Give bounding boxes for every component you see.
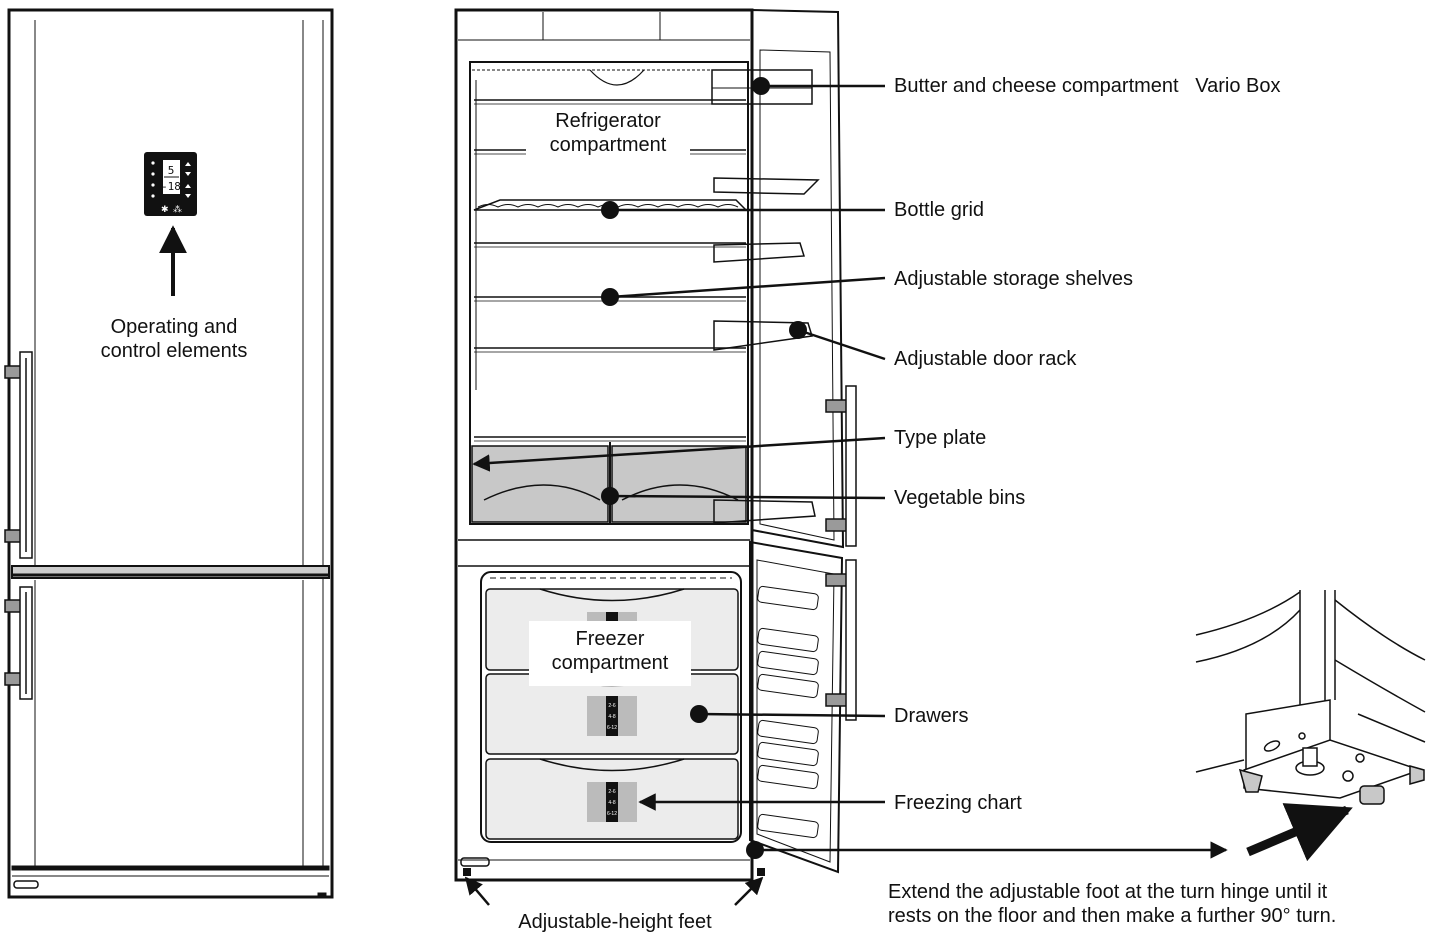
foot-instruction-line-1: Extend the adjustable foot at the turn h…: [888, 881, 1328, 903]
foot-arrow: [1246, 803, 1353, 862]
svg-text:✱: ✱: [161, 205, 169, 215]
chart-text-3: 6-12: [607, 725, 617, 731]
display-bottom-value: -18: [161, 180, 181, 193]
storage-shelves-label: Adjustable storage shelves: [894, 268, 1134, 290]
lower-door-open: [749, 540, 844, 874]
refrigerator-line-2: compartment: [549, 134, 667, 156]
chart-text-1: 2-6: [608, 703, 615, 709]
operating-controls-line-1: Operating and: [110, 316, 238, 338]
freezer-line-2: compartment: [551, 652, 669, 674]
vegetable-bins-label: Vegetable bins: [894, 487, 1026, 509]
display-top-value: 5: [168, 164, 175, 177]
control-panel: 5 -18 ✱ ⁂: [144, 152, 197, 216]
foot-detail-illustration: [1195, 590, 1426, 805]
door-handle-upper: [4, 351, 33, 559]
bottle-grid-label: Bottle grid: [894, 199, 985, 221]
refrigerator-compartment-label: Refrigerator compartment: [528, 109, 688, 157]
closed-fridge: [7, 8, 334, 899]
adjustable-feet-label: Adjustable-height feet: [518, 911, 712, 933]
callout-lines: [464, 84, 1228, 906]
operating-controls-label: Operating and control elements: [64, 315, 284, 363]
refrigerator-line-1: Refrigerator: [555, 110, 661, 132]
callout-dots: [601, 77, 807, 859]
freezer-label-bg: [529, 621, 691, 686]
foot-instruction-line-2: rests on the floor and then make a furth…: [888, 905, 1337, 927]
upper-door-handle: [825, 385, 857, 547]
door-rack-label: Adjustable door rack: [894, 348, 1077, 370]
drawers-label: Drawers: [894, 705, 969, 727]
freezing-chart-label: Freezing chart: [894, 792, 1022, 814]
adjustable-feet: [463, 868, 765, 876]
foot-instruction-label: Extend the adjustable foot at the turn h…: [888, 880, 1336, 928]
operating-controls-line-2: control elements: [100, 340, 248, 362]
chart-text-6: 6-12: [607, 811, 617, 817]
svg-text:⁂: ⁂: [173, 204, 182, 215]
refrigerator-label-bg: [526, 108, 690, 162]
upper-door-open: [711, 8, 845, 549]
lower-door-handle: [825, 559, 857, 721]
butter-cheese-label: Butter and cheese compartment Vario Box: [894, 75, 1281, 97]
chart-text-2: 4-8: [608, 714, 615, 720]
chart-text-4: 2-6: [608, 789, 615, 795]
freezer-line-1: Freezer: [575, 628, 645, 650]
type-plate-label: Type plate: [894, 427, 987, 449]
door-handle-lower: [4, 586, 33, 700]
freezer-compartment-label: Freezer compartment: [530, 627, 690, 675]
chart-text-5: 4-8: [608, 800, 615, 806]
